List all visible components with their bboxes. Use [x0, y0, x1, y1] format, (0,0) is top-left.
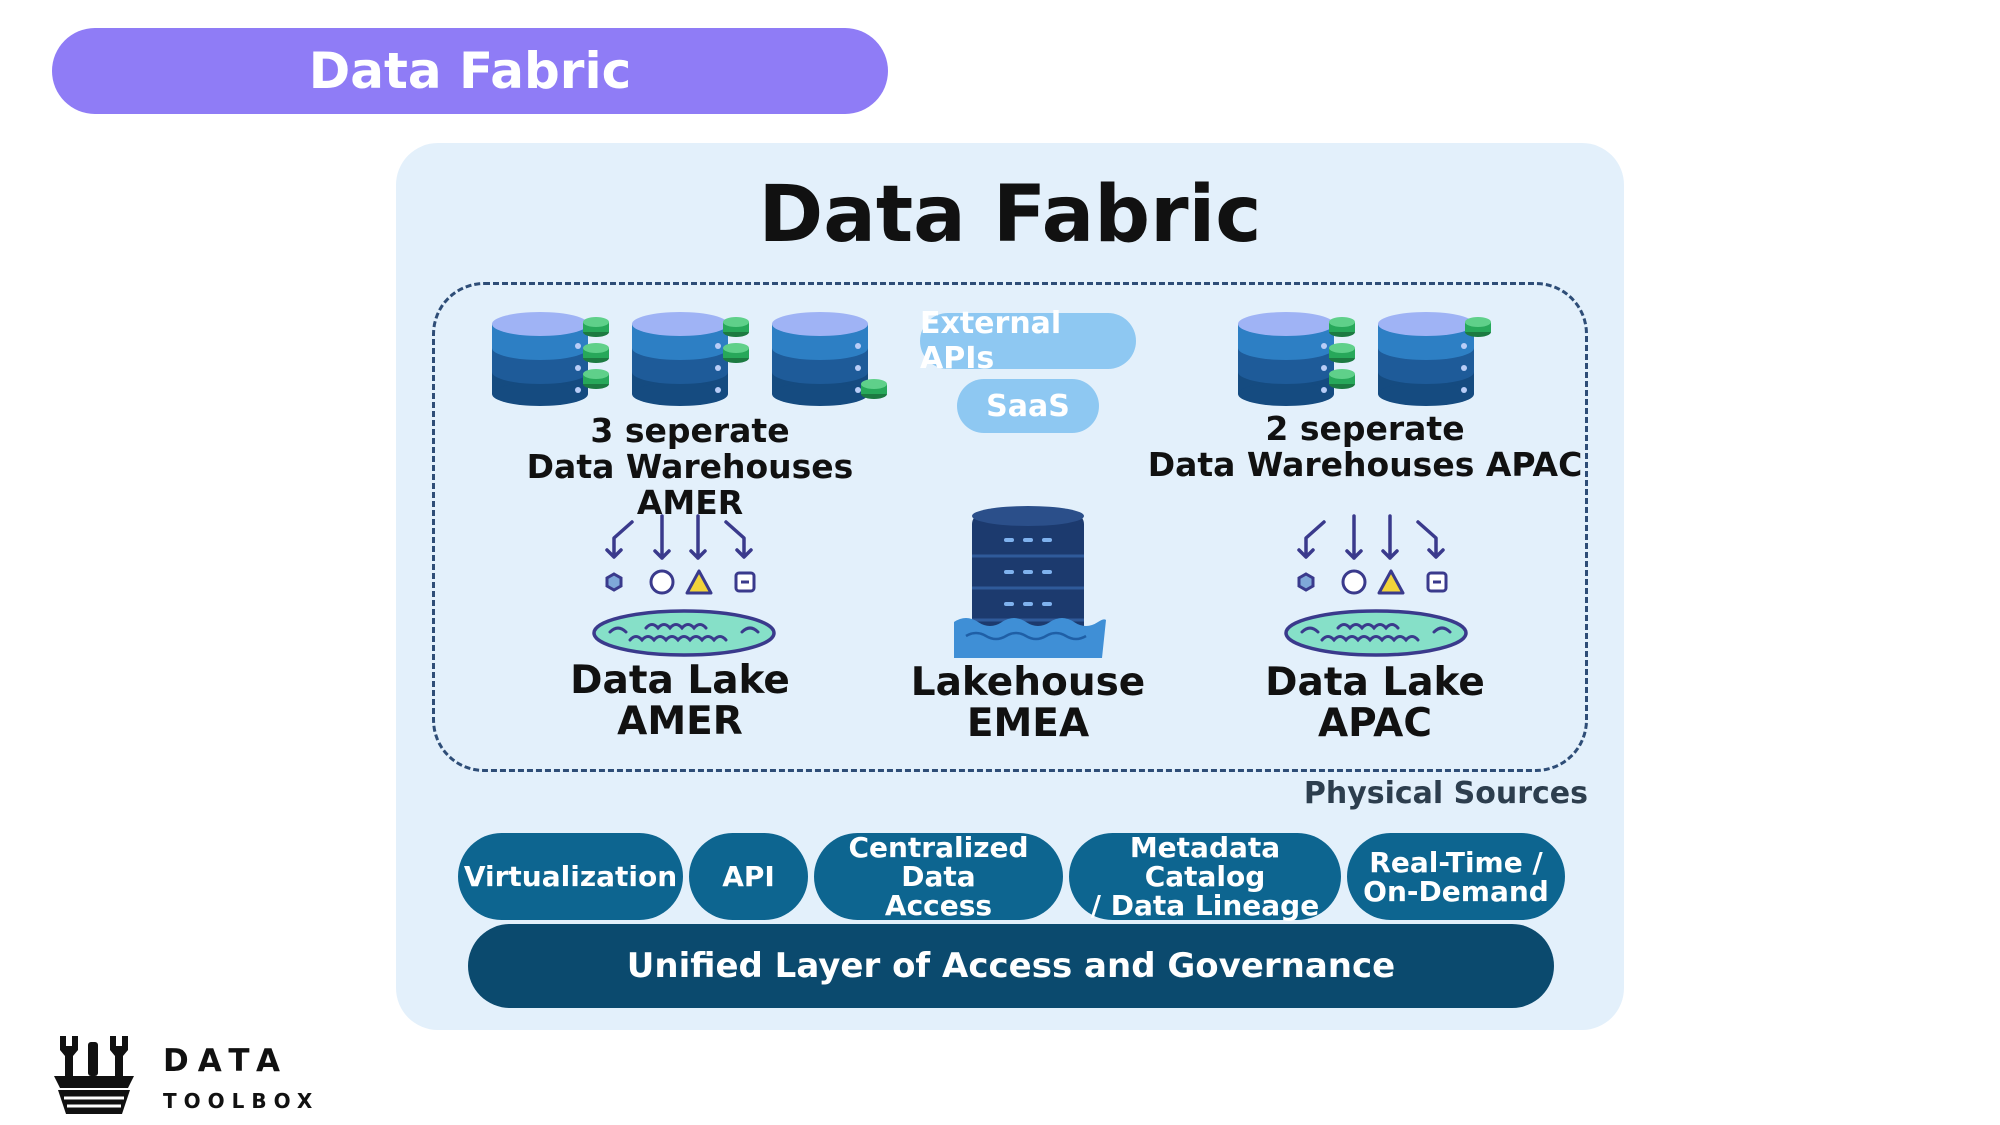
data-lake-amer-label: Data Lake AMER: [560, 660, 800, 742]
governance-bar: Unified Layer of Access and Governance: [468, 924, 1554, 1008]
external-apis-pill: External APIs: [920, 306, 1136, 376]
database-icon: [1238, 312, 1355, 406]
database-icon: [772, 312, 887, 406]
apac-warehouse-icons: [1238, 312, 1491, 406]
method-label: API: [722, 860, 775, 893]
method-centralized-data-access: Centralized Data Access: [814, 833, 1063, 920]
method-label: / Data Lineage: [1090, 889, 1320, 922]
data-lake-apac-icon: [1284, 514, 1468, 657]
apac-warehouses-name: Data Warehouses APAC: [1147, 445, 1583, 484]
method-label: Real-Time /: [1369, 845, 1543, 879]
amer-warehouses-name: Data Warehouses AMER: [526, 447, 854, 522]
method-label: Centralized Data: [848, 831, 1029, 893]
data-lake-apac-label: Data Lake APAC: [1255, 662, 1495, 744]
lakehouse-emea-title: Lakehouse: [910, 660, 1146, 705]
amer-warehouse-icons: [492, 312, 887, 406]
database-icon: [632, 312, 749, 406]
data-lake-apac-title: Data Lake: [1265, 660, 1485, 705]
logo-word-data: DATA: [163, 1043, 290, 1079]
database-icon: [492, 312, 609, 406]
toolbox-logo-icon: [54, 1036, 134, 1114]
saas-pill: SaaS: [957, 379, 1099, 433]
method-label: Access: [884, 889, 993, 922]
data-lake-amer-region: AMER: [617, 699, 743, 744]
lakehouse-emea-region: EMEA: [966, 701, 1090, 746]
physical-sources-label: Physical Sources: [1303, 776, 1588, 811]
data-lake-amer-icon: [592, 514, 776, 657]
header-title: Data Fabric: [308, 42, 632, 100]
method-label: Metadata Catalog: [1129, 831, 1281, 893]
apac-warehouses-label: 2 seperate Data Warehouses APAC: [1140, 411, 1590, 483]
header-pill: Data Fabric: [52, 28, 888, 114]
data-lake-apac-region: APAC: [1318, 701, 1432, 746]
method-real-time: Real-Time / On-Demand: [1347, 833, 1565, 920]
lakehouse-emea-icon: [954, 506, 1106, 658]
method-virtualization: Virtualization: [458, 833, 683, 920]
diagram-title: Data Fabric: [758, 170, 1262, 260]
physical-sources-box: [432, 282, 1588, 772]
logo-word-toolbox: TOOLBOX: [163, 1089, 320, 1113]
lakehouse-emea-label: Lakehouse EMEA: [898, 662, 1158, 744]
amer-warehouses-label: 3 seperate Data Warehouses AMER: [470, 413, 910, 521]
apac-warehouses-count: 2 seperate: [1265, 409, 1465, 448]
database-icon: [1378, 312, 1491, 406]
method-metadata-catalog: Metadata Catalog / Data Lineage: [1069, 833, 1341, 920]
amer-warehouses-count: 3 seperate: [590, 411, 790, 450]
method-api: API: [689, 833, 808, 920]
method-label: Virtualization: [463, 860, 678, 893]
method-label: On-Demand: [1363, 874, 1549, 908]
data-lake-amer-title: Data Lake: [570, 658, 790, 703]
